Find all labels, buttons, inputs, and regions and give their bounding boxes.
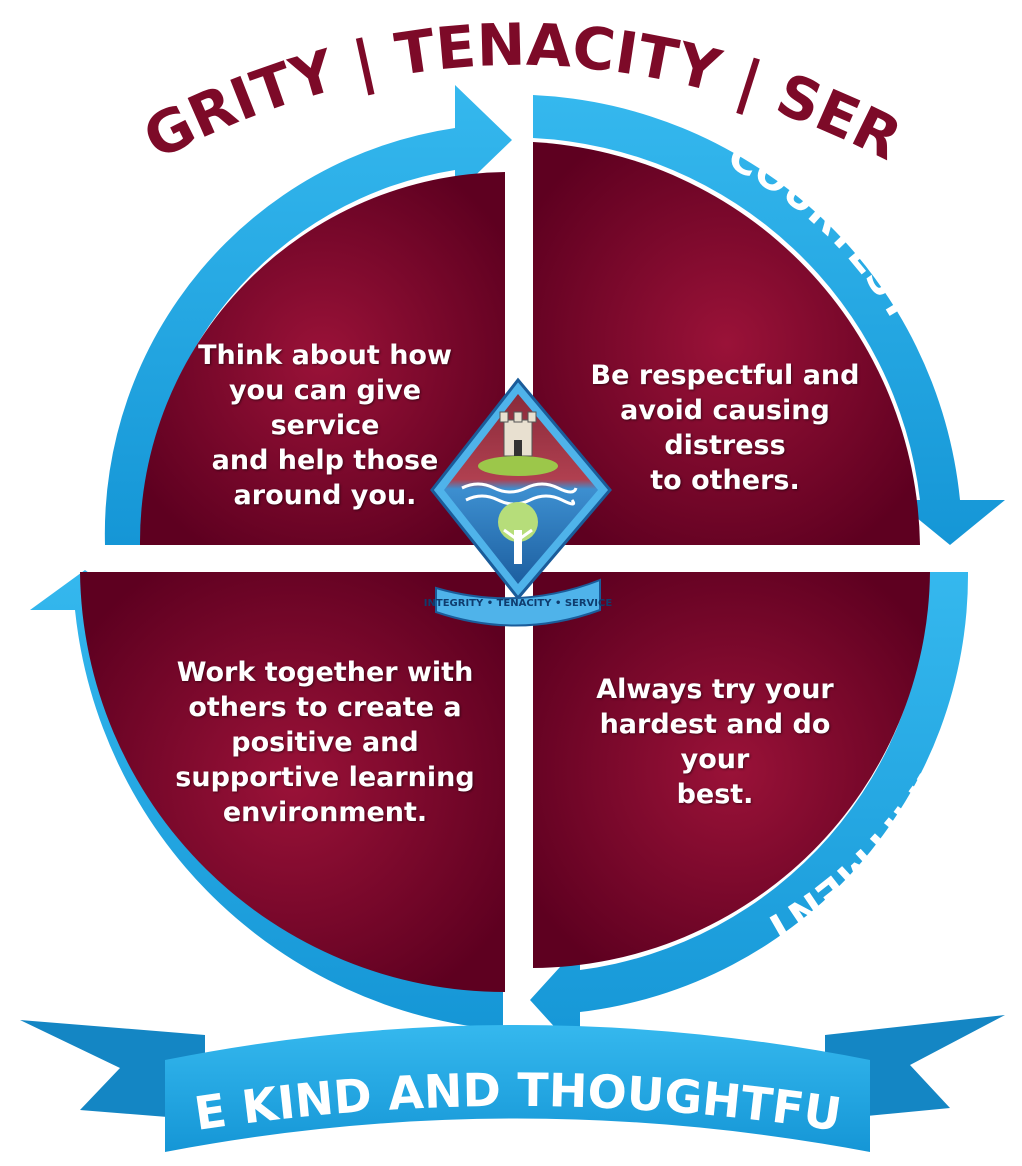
community-line: you can give service xyxy=(228,375,422,441)
tree-icon xyxy=(498,502,538,564)
cooperation-line: others to create a xyxy=(188,692,462,723)
quadrant-community xyxy=(139,172,506,545)
quadrants xyxy=(80,142,930,992)
quadrant-cooperation xyxy=(80,572,505,992)
school-crest: INTEGRITY • TENACITY • SERVICE xyxy=(424,377,613,627)
courtesy-line: avoid causing distress xyxy=(620,395,830,461)
crest-motto-ribbon xyxy=(435,578,601,627)
banner-left-tail xyxy=(20,1020,205,1120)
arrow-bottom-right xyxy=(530,572,969,1055)
banner-body xyxy=(165,1025,870,1152)
cooperation-line: supportive learning xyxy=(175,762,475,793)
courtesy-line: to others. xyxy=(650,465,800,496)
community-line: Think about how xyxy=(198,340,452,371)
commitment-line: hardest and do your xyxy=(599,709,831,775)
community-description: Think about how you can give service and… xyxy=(175,338,475,513)
commitment-description: Always try your hardest and do your best… xyxy=(565,672,865,812)
green-hill xyxy=(478,456,558,476)
arrow-top-right xyxy=(533,95,1005,545)
crest-motto-text: INTEGRITY • TENACITY • SERVICE xyxy=(424,598,613,609)
cooperation-line: environment. xyxy=(222,797,428,828)
courtesy-line: Be respectful and xyxy=(590,360,860,391)
commitment-line: Always try your xyxy=(596,674,834,705)
cooperation-line: Work together with xyxy=(176,657,474,688)
quadrant-courtesy xyxy=(533,142,920,545)
cooperation-line: positive and xyxy=(231,727,419,758)
quadrant-commitment xyxy=(533,572,930,968)
courtesy-description: Be respectful and avoid causing distress… xyxy=(555,358,895,498)
commitment-line: best. xyxy=(676,779,754,810)
cooperation-description: Work together with others to create a po… xyxy=(160,655,490,830)
community-line: and help those xyxy=(211,445,439,476)
castle-icon xyxy=(499,411,537,457)
waves-icon xyxy=(461,482,578,506)
community-line: around you. xyxy=(233,480,417,511)
